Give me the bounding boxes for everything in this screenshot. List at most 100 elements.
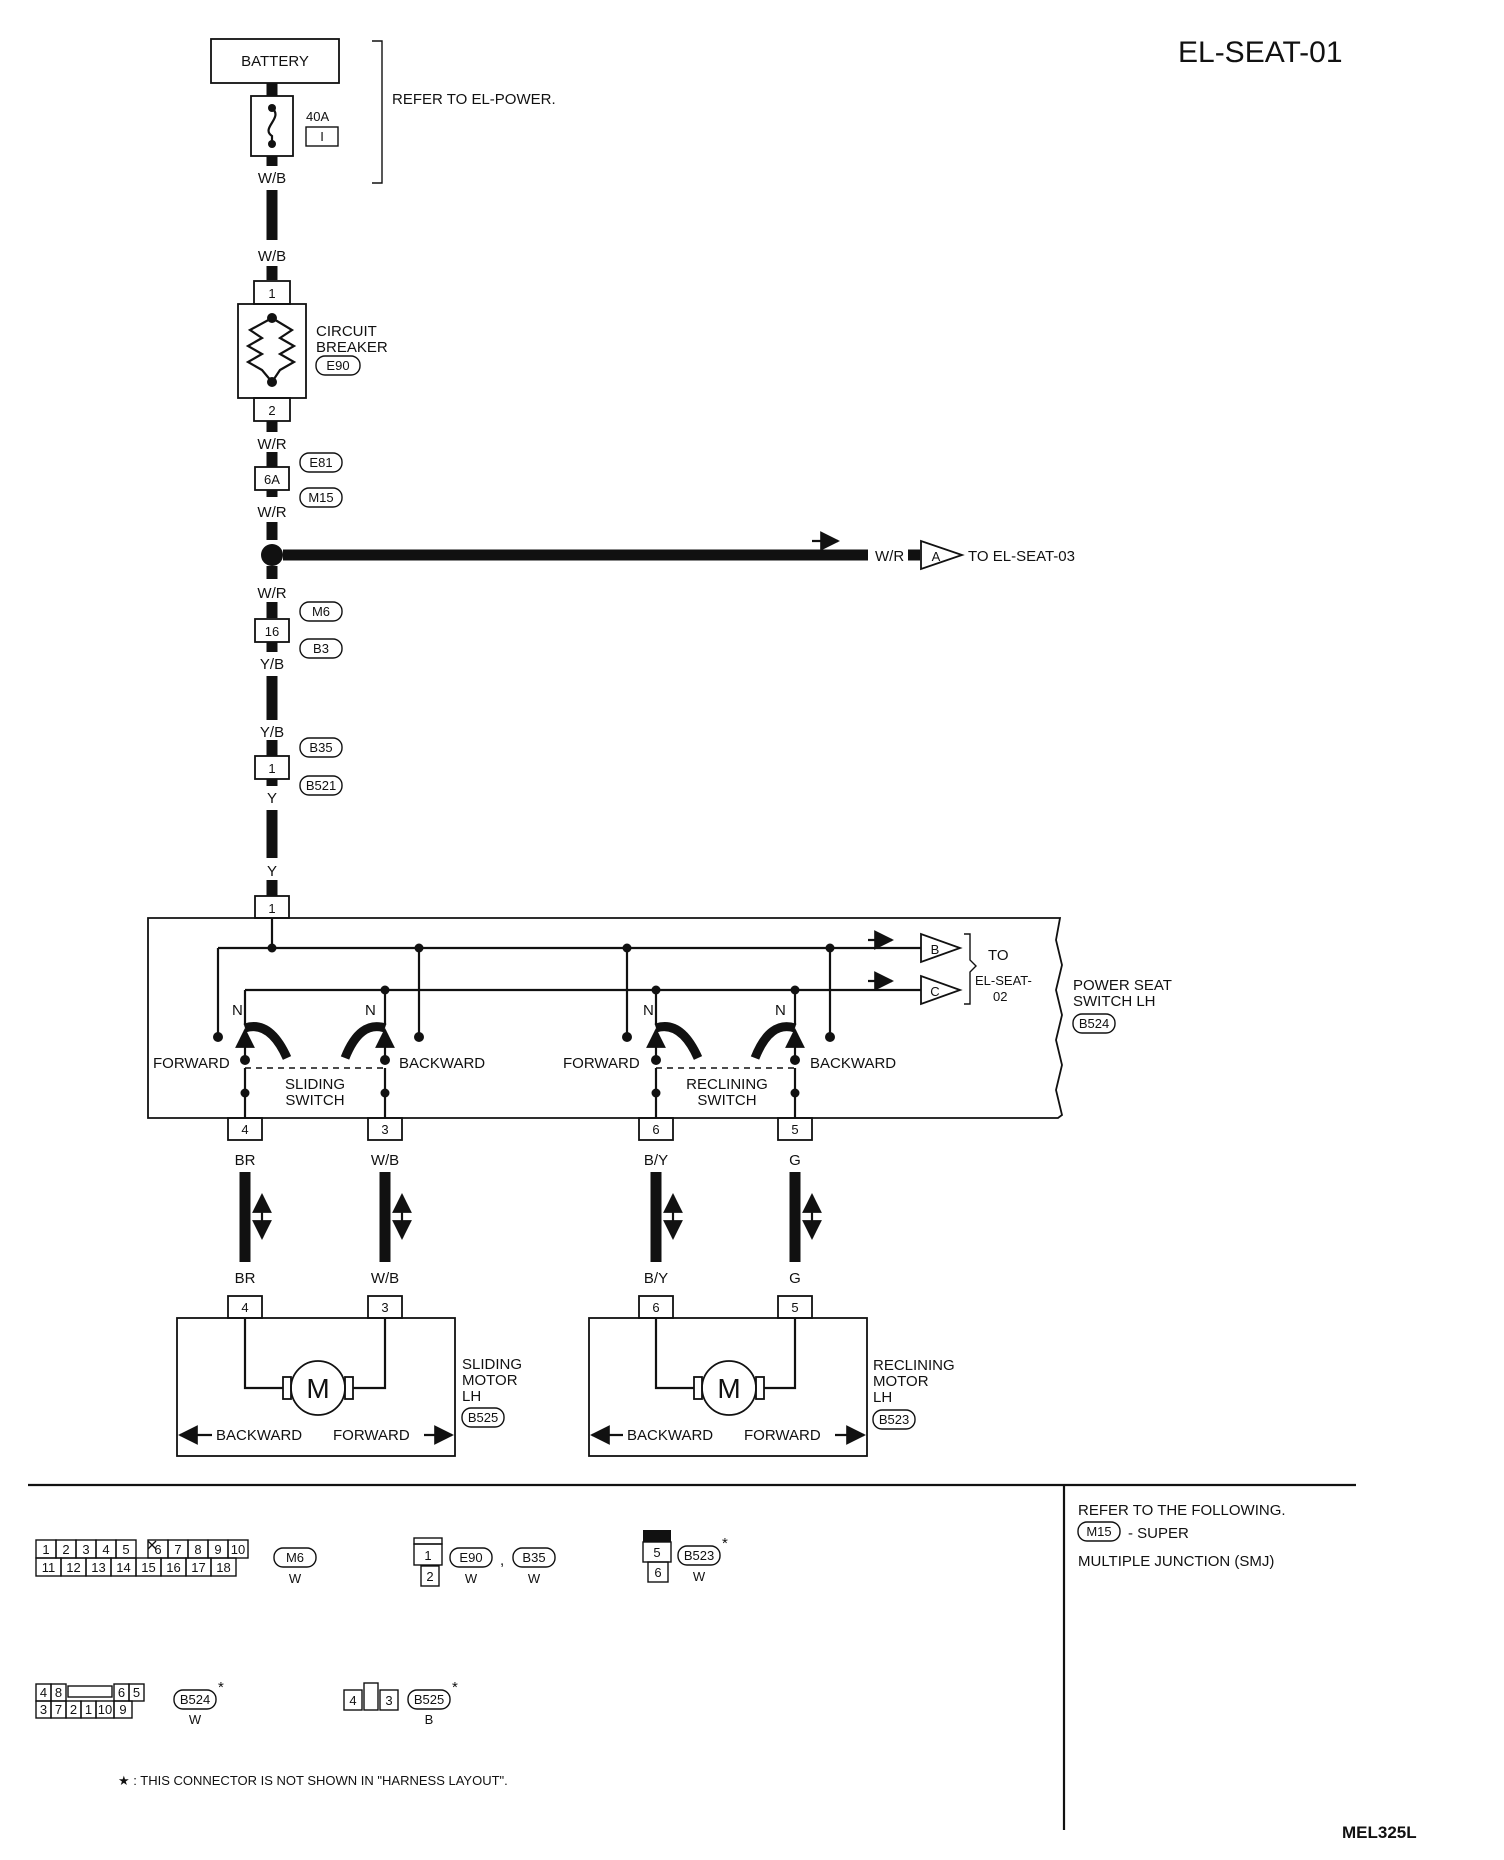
pin-cell	[128, 1683, 145, 1702]
wire-color-label: Y	[267, 863, 277, 880]
connector-id: M6	[312, 604, 330, 619]
connector-color: W	[693, 1569, 706, 1584]
connector-color: W	[289, 1571, 302, 1586]
connector-face-b525: 4 3 B525 * B	[343, 1679, 458, 1727]
connector-color: B	[425, 1712, 434, 1727]
pin-number: 1	[268, 286, 275, 301]
connector-id: B35	[522, 1550, 545, 1565]
pin-number: 18	[216, 1560, 230, 1575]
wire-color-label: BR	[235, 1152, 256, 1169]
pin-number: 1	[268, 761, 275, 776]
pin-number: 15	[141, 1560, 155, 1575]
pin-number: 3	[381, 1122, 388, 1137]
pin-number: 4	[241, 1122, 248, 1137]
connector-id: M15	[1086, 1524, 1111, 1539]
refer-text: - SUPER	[1128, 1525, 1189, 1542]
fuse-letter: I	[320, 129, 324, 144]
wire-color-label: W/B	[258, 170, 286, 187]
power-seat-switch-label: SWITCH LH	[1073, 993, 1156, 1010]
figure-code: MEL325L	[1342, 1823, 1417, 1842]
pin-number: 1	[42, 1542, 49, 1557]
motor-harness: 4 BR BR 4 3 W/B W/B 3 6 B/Y B/Y 6 5 G G …	[227, 1117, 822, 1319]
backward-label: BACKWARD	[216, 1427, 302, 1444]
wire-color-label: B/Y	[644, 1152, 668, 1169]
wire-color-label: Y	[267, 790, 277, 807]
pin-number: 12	[66, 1560, 80, 1575]
pin-number: 5	[122, 1542, 129, 1557]
splice-point	[261, 544, 283, 566]
pin-number: 4	[241, 1300, 248, 1315]
wire-color-label: G	[789, 1152, 801, 1169]
pin-number: 7	[55, 1702, 62, 1717]
connector-id: B525	[468, 1410, 498, 1425]
connector-id: E81	[309, 455, 332, 470]
pin-number: 3	[385, 1693, 392, 1708]
reclining-motor-label: LH	[873, 1389, 892, 1406]
circuit-breaker-label: BREAKER	[316, 339, 388, 356]
fuse-rating: 40A	[306, 109, 329, 124]
output-letter-c: C	[930, 984, 939, 999]
pin-number: 5	[653, 1545, 660, 1560]
motor-icon	[290, 1360, 346, 1416]
wire-color-label: W/R	[257, 585, 286, 602]
connector-id: E90	[459, 1550, 482, 1565]
pin-number: 17	[191, 1560, 205, 1575]
separator: ,	[500, 1552, 504, 1569]
branch-letter-a: A	[932, 549, 941, 564]
neutral-label: N	[232, 1002, 243, 1019]
motor-symbol: M	[717, 1373, 740, 1404]
pin-number: 6	[118, 1685, 125, 1700]
pin-number: 3	[82, 1542, 89, 1557]
pin-number: 6A	[264, 472, 280, 487]
wire-color-label: W/R	[875, 548, 904, 565]
battery-block: BATTERY	[210, 38, 340, 84]
pin-number: 4	[349, 1693, 356, 1708]
connector-id: M15	[308, 490, 333, 505]
wire-color-label: BR	[235, 1270, 256, 1287]
reclining-motor-lh: M BACKWARD FORWARD RECLINING MOTOR LH B5…	[588, 1317, 955, 1457]
connector-id: B525	[414, 1692, 444, 1707]
reclining-switch-label: RECLINING	[686, 1076, 768, 1093]
connector-id: B524	[180, 1692, 210, 1707]
motor-icon	[701, 1360, 757, 1416]
neutral-label: N	[643, 1002, 654, 1019]
footnote: ★ : THIS CONNECTOR IS NOT SHOWN IN "HARN…	[118, 1773, 508, 1788]
pin-number: 5	[791, 1122, 798, 1137]
connector-face-b523: 5 6 B523 * W	[642, 1530, 728, 1584]
fuse-40a: 40A I	[250, 95, 339, 157]
output-letter-b: B	[931, 942, 940, 957]
circuit-breaker: 1 2 CIRCUIT BREAKER E90	[237, 280, 388, 422]
to-label: 02	[993, 989, 1007, 1004]
neutral-label: N	[365, 1002, 376, 1019]
page-code: EL-SEAT-01	[1178, 36, 1343, 69]
pin-number: 6	[154, 1542, 161, 1557]
connector-key-slot	[67, 1685, 113, 1698]
motor-symbol: M	[306, 1373, 329, 1404]
reclining-switch-label: SWITCH	[697, 1092, 756, 1109]
pin-number: 2	[426, 1569, 433, 1584]
pin-number: 6	[652, 1300, 659, 1315]
to-label: TO	[988, 947, 1009, 964]
backward-label: BACKWARD	[810, 1055, 896, 1072]
connector-color: W	[189, 1712, 202, 1727]
sliding-switch-label: SLIDING	[285, 1076, 345, 1093]
not-in-harness-star: *	[218, 1679, 224, 1696]
neutral-label: N	[775, 1002, 786, 1019]
pin-number: 6	[654, 1565, 661, 1580]
refer-el-power-note: REFER TO EL-POWER.	[392, 91, 556, 108]
sliding-motor-lh: M BACKWARD FORWARD SLIDING MOTOR LH B525	[176, 1317, 522, 1457]
sliding-motor-label: MOTOR	[462, 1372, 518, 1389]
wire-color-label: W/B	[371, 1270, 399, 1287]
connector-color: W	[528, 1571, 541, 1586]
pin-number: 14	[116, 1560, 130, 1575]
wire-color-label: Y/B	[260, 656, 284, 673]
pin-cell	[227, 1539, 249, 1559]
sliding-switch-label: SWITCH	[285, 1092, 344, 1109]
forward-label: FORWARD	[744, 1427, 821, 1444]
wire-color-label: W/R	[257, 436, 286, 453]
wire-color-label: W/R	[257, 504, 286, 521]
wire-color-label: W/B	[258, 248, 286, 265]
pin-cell	[210, 1557, 237, 1577]
wire-color-label: G	[789, 1270, 801, 1287]
